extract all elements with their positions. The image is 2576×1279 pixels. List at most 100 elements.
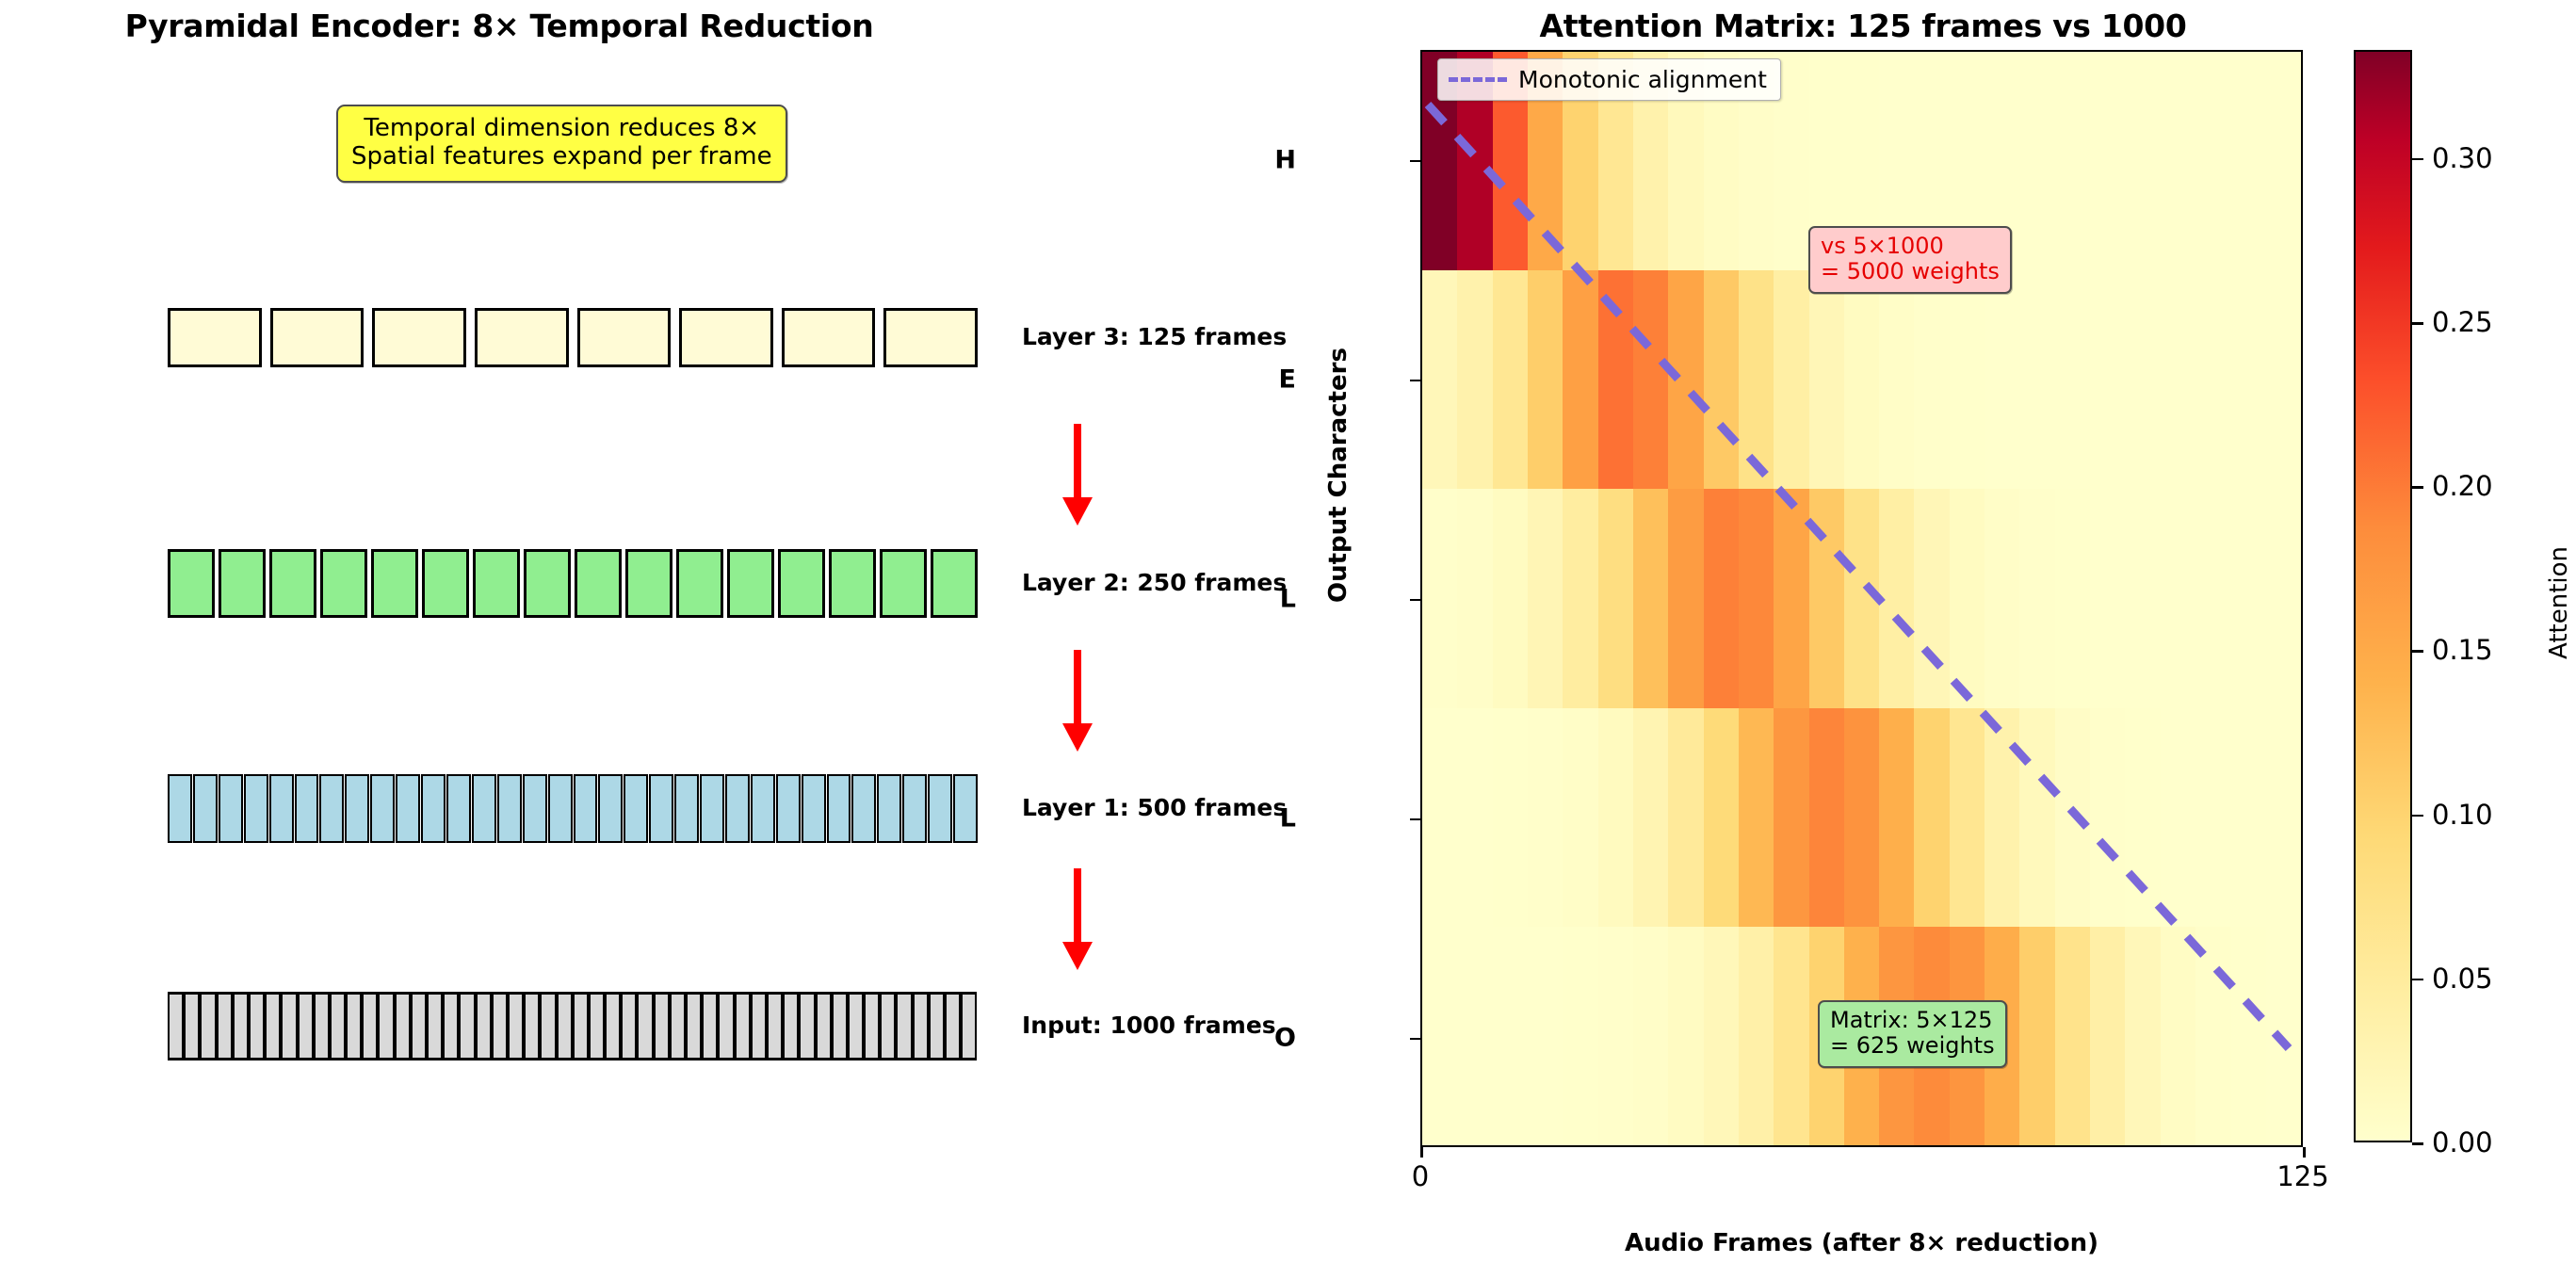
y-tick-mark [1410, 1037, 1420, 1040]
heatmap-cell [2265, 707, 2301, 927]
heatmap-cell [2230, 52, 2266, 271]
heatmap-cell [1563, 926, 1598, 1145]
y-tick-mark [1410, 818, 1420, 820]
frame-block [396, 774, 421, 843]
frame-block [750, 774, 775, 843]
heatmap-cell [2265, 926, 2301, 1145]
heatmap-cell [1914, 489, 1950, 708]
heatmap-cell [2019, 926, 2055, 1145]
frame-block [724, 774, 750, 843]
y-axis-title: Output Characters [1324, 348, 1353, 603]
y-tick-label-0: H [1274, 145, 1296, 174]
colorbar-tick-label: 0.05 [2432, 962, 2493, 995]
heatmap-cell [1457, 707, 1493, 927]
frame-block [443, 992, 460, 1060]
attention-matrix-panel: Attention Matrix: 125 frames vs 1000 Mon… [1274, 0, 2576, 1279]
frame-block [676, 549, 723, 618]
frame-block [575, 549, 622, 618]
heatmap-cell [1738, 270, 1774, 490]
heatmap-cell [1527, 489, 1563, 708]
heatmap-cell [1527, 926, 1563, 1145]
y-tick-mark [1410, 159, 1420, 162]
heatmap-cell [1843, 489, 1880, 708]
frame-block [686, 992, 703, 1060]
heatmap-plot-area [1420, 50, 2303, 1147]
heatmap-cell [1492, 926, 1528, 1145]
heatmap-cell [2125, 926, 2161, 1145]
frame-block [700, 774, 724, 843]
colorbar-title: Attention [2545, 546, 2573, 659]
colorbar [2354, 50, 2412, 1142]
frame-block [880, 549, 927, 618]
y-tick-label-4: O [1274, 1023, 1296, 1052]
frame-block [653, 992, 670, 1060]
heatmap-cell [1808, 707, 1844, 927]
heatmap-cell [1879, 489, 1915, 708]
frame-block [815, 992, 832, 1060]
heatmap-cell [1527, 270, 1563, 490]
heatmap-cell [2195, 489, 2231, 708]
heatmap-cell [2160, 926, 2196, 1145]
frame-block [522, 774, 547, 843]
info-callout-box: Temporal dimension reduces 8× Spatial fe… [336, 105, 787, 184]
frame-block [473, 549, 520, 618]
heatmap-row-l-3 [1422, 707, 2301, 927]
frame-block [718, 992, 735, 1060]
heatmap-cell [1985, 707, 2020, 927]
frame-block [475, 992, 492, 1060]
frame-block [446, 774, 471, 843]
frame-block [471, 774, 496, 843]
encoder-layer-layer1 [168, 774, 978, 843]
heatmap-cell [1703, 707, 1739, 927]
frame-block [931, 549, 978, 618]
frame-block [961, 992, 978, 1060]
heatmap-cell [1492, 270, 1528, 490]
frame-block [598, 774, 624, 843]
heatmap-cell [1668, 926, 1704, 1145]
info-callout-line1: Temporal dimension reduces 8× [364, 114, 760, 142]
frame-block [524, 549, 571, 618]
frame-block [507, 992, 525, 1060]
frame-block [313, 992, 330, 1060]
heatmap-cell [1949, 707, 1985, 927]
frame-block [232, 992, 249, 1060]
y-tick-label-3: L [1279, 803, 1296, 833]
layer-label-layer2: Layer 2: 250 frames [1022, 568, 1288, 596]
heatmap-cell [1808, 270, 1844, 490]
frame-block [422, 549, 469, 618]
heatmap-cell [1422, 926, 1458, 1145]
pyramidal-encoder-panel: Pyramidal Encoder: 8× Temporal Reduction… [125, 8, 1288, 1060]
info-callout-line2: Spatial features expand per frame [351, 141, 772, 170]
heatmap-cell [2265, 52, 2301, 271]
frame-block [573, 774, 598, 843]
colorbar-tick-label: 0.10 [2432, 798, 2493, 831]
heatmap-cell [2230, 707, 2266, 927]
heatmap-cell [2090, 489, 2126, 708]
heatmap-cell [2054, 52, 2091, 271]
heatmap-cell [2230, 926, 2266, 1145]
frame-block [297, 992, 314, 1060]
frame-block [168, 774, 192, 843]
layer-label-input: Input: 1000 frames [1022, 1011, 1276, 1039]
frame-block [883, 308, 978, 367]
frame-block [649, 774, 674, 843]
heatmap-cell [1774, 270, 1809, 490]
annotation-matrix-size: Matrix: 5×125 = 625 weights [1818, 1000, 2007, 1068]
heatmap-cell [1632, 489, 1669, 708]
frame-block [928, 774, 953, 843]
heatmap-cell [1597, 926, 1633, 1145]
frame-block [799, 992, 816, 1060]
heatmap-cell [2265, 489, 2301, 708]
colorbar-tick-mark [2412, 486, 2423, 489]
heatmap-cell [2125, 270, 2161, 490]
heatmap-cell [1632, 270, 1669, 490]
frame-block [540, 992, 557, 1060]
legend-label: Monotonic alignment [1518, 66, 1767, 93]
frame-block [829, 549, 876, 618]
encoder-layer-layer2 [168, 549, 978, 618]
heatmap-cell [2090, 926, 2126, 1145]
heatmap-cell [1668, 270, 1704, 490]
heatmap-legend: Monotonic alignment [1437, 58, 1781, 101]
frame-block [427, 992, 444, 1060]
frame-block [847, 992, 865, 1060]
